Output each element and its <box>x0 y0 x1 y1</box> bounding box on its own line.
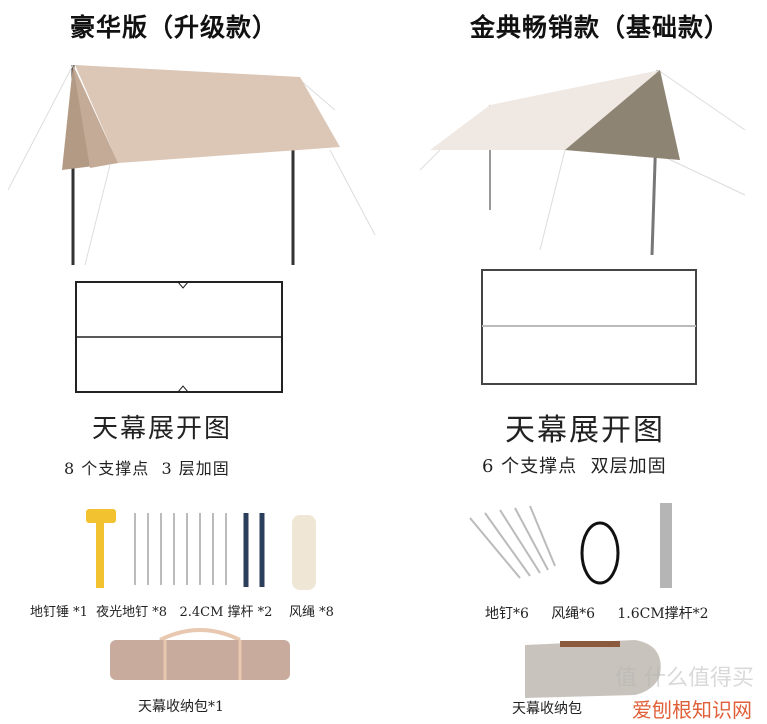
left-title: 豪华版（升级款） <box>70 13 279 42</box>
accessory-poles: 2.4CM 撑杆 *2 <box>179 605 273 620</box>
watermark-site: 爱刨根知识网 <box>632 698 752 722</box>
watermark-smzdm: 值 什么值得买 <box>615 666 754 691</box>
left-bag-label: 天幕收纳包*1 <box>138 699 224 715</box>
right-diagram-label: 天幕展开图 <box>505 413 665 448</box>
right-accessory-list: 地钉*6 风绳*6 1.6CM撑杆*2 <box>485 603 709 623</box>
right-tent-image <box>419 69 746 256</box>
right-title: 金典畅销款（基础款） <box>470 13 731 42</box>
right-layout-diagram <box>481 269 697 385</box>
right-accessories-image <box>469 503 672 588</box>
right-features: 6 个支撑点 双层加固 <box>482 456 667 477</box>
left-diagram-label: 天幕展开图 <box>92 414 233 444</box>
accessory-stakes: 夜光地钉 *8 <box>96 605 168 620</box>
tent-images <box>7 64 746 266</box>
right-bag-label: 天幕收纳包 <box>512 701 582 717</box>
accessory-ropes: 风绳*6 <box>551 606 596 622</box>
left-bag-image <box>110 628 290 680</box>
accessory-stakes: 地钉*6 <box>485 606 529 622</box>
left-accessories-image <box>86 509 316 590</box>
left-tent-image <box>7 64 376 266</box>
accessory-hammer: 地钉锤 *1 <box>30 605 88 620</box>
left-features: 8 个支撑点 3 层加固 <box>64 459 230 478</box>
left-accessory-list: 地钉锤 *1 夜光地钉 *8 2.4CM 撑杆 *2 风绳 *8 <box>30 601 334 620</box>
right-bag-image <box>525 640 661 698</box>
accessory-poles: 1.6CM撑杆*2 <box>617 606 709 622</box>
accessory-ropes: 风绳 *8 <box>288 605 334 620</box>
left-layout-diagram <box>75 281 283 393</box>
